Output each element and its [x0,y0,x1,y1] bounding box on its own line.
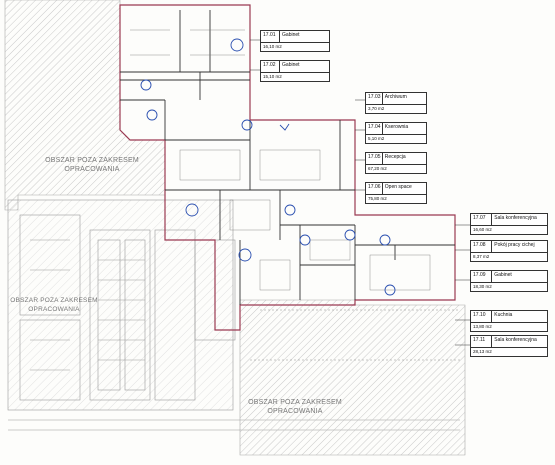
hand-annotations [140,38,396,296]
core-block [7,199,460,431]
leader-lines [250,39,470,346]
interior-walls [120,10,455,305]
outside-area-top-left [4,0,166,211]
outside-area-bottom [239,299,466,456]
scope-outline [119,4,456,331]
furniture-lines [130,29,460,361]
